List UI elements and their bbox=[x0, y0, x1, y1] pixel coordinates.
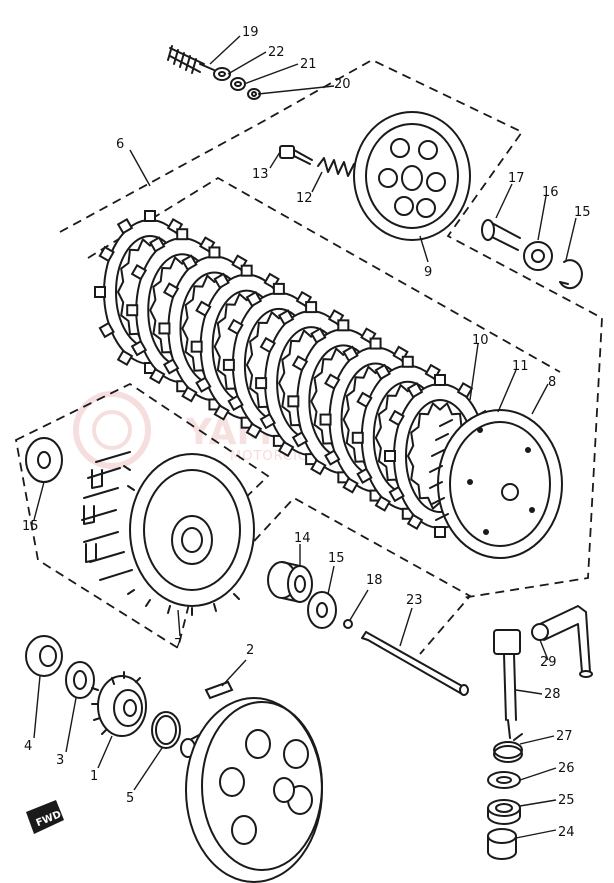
label-part-20: 19 bbox=[242, 25, 259, 40]
nut-part-23 bbox=[213, 67, 231, 81]
nut-part-4 bbox=[25, 635, 63, 677]
label-part-16: 15 bbox=[574, 205, 591, 220]
label-part-21: 20 bbox=[334, 77, 351, 92]
label-part-9: 9 bbox=[424, 265, 432, 280]
label-part-4: 4 bbox=[24, 739, 32, 754]
label-part-28: 27 bbox=[556, 729, 573, 744]
label-part-3: 3 bbox=[56, 753, 64, 768]
label-part-14: 14 bbox=[294, 531, 311, 546]
pressure-plate-part-9 bbox=[353, 111, 471, 241]
label-part-27: 26 bbox=[558, 761, 575, 776]
label-part-30: 29 bbox=[540, 655, 557, 670]
oil-seal-part-26 bbox=[487, 799, 521, 825]
push-rod-part-24 bbox=[361, 631, 469, 696]
label-part-5: 5 bbox=[126, 791, 134, 806]
o-ring-part-5 bbox=[151, 711, 181, 749]
label-part-19: 18 bbox=[366, 573, 383, 588]
screw-part-20 bbox=[167, 45, 215, 74]
spring-part-28 bbox=[493, 733, 523, 763]
label-part-29: 28 bbox=[544, 687, 561, 702]
push-lever-part-29 bbox=[493, 623, 549, 739]
label-part-13: 13 bbox=[252, 167, 269, 182]
label-part-12: 12 bbox=[296, 191, 313, 206]
label-part-24: 23 bbox=[406, 593, 423, 608]
label-part-23: 22 bbox=[268, 45, 285, 60]
washer-part-3 bbox=[65, 661, 95, 699]
label-part-26: 25 bbox=[558, 793, 575, 808]
bolt-part-13 bbox=[279, 145, 313, 165]
bearing-part-25 bbox=[487, 828, 517, 860]
forward-direction-marker: FWD bbox=[26, 800, 64, 834]
label-part-11: 11 bbox=[512, 359, 529, 374]
outline-group-6 bbox=[59, 58, 603, 599]
washer-part-15-right bbox=[307, 591, 337, 629]
label-part-25: 24 bbox=[558, 825, 575, 840]
label-part-18: 17 bbox=[508, 171, 525, 186]
gear-part-1 bbox=[91, 671, 147, 737]
ball-part-19 bbox=[343, 619, 353, 629]
label-part-15-left: 15 bbox=[22, 519, 39, 534]
label-part-6: 6 bbox=[116, 137, 124, 152]
washer-part-22 bbox=[230, 77, 246, 91]
label-part-10: 10 bbox=[472, 333, 489, 348]
primary-drive-gear bbox=[180, 697, 323, 883]
bearing-part-17 bbox=[523, 241, 553, 271]
lever-arm-part-30 bbox=[539, 605, 593, 678]
clutch-boss-part-8 bbox=[429, 409, 563, 559]
label-part-22: 21 bbox=[300, 57, 317, 72]
label-part-1: 1 bbox=[90, 769, 98, 784]
label-part-17: 16 bbox=[542, 185, 559, 200]
spring-part-12 bbox=[317, 157, 355, 177]
washer-part-27 bbox=[487, 771, 521, 789]
clutch-plate-stack bbox=[94, 210, 496, 538]
push-rod-part-18 bbox=[481, 219, 521, 251]
spacer-part-14 bbox=[267, 561, 313, 603]
label-part-2: 2 bbox=[246, 643, 254, 658]
clutch-housing-part-7 bbox=[81, 451, 255, 616]
label-part-8: 8 bbox=[548, 375, 556, 390]
outline-pushrod bbox=[243, 496, 472, 655]
label-part-15-right: 15 bbox=[328, 551, 345, 566]
washer-part-15-left bbox=[25, 437, 63, 483]
circlip-part-16 bbox=[559, 259, 583, 290]
part-labels: 19 22 21 20 13 12 9 17 16 15 6 10 11 8 1… bbox=[22, 25, 591, 840]
leader-lines bbox=[33, 35, 577, 839]
label-part-7: 7 bbox=[174, 637, 182, 652]
key-part-2 bbox=[204, 680, 234, 700]
